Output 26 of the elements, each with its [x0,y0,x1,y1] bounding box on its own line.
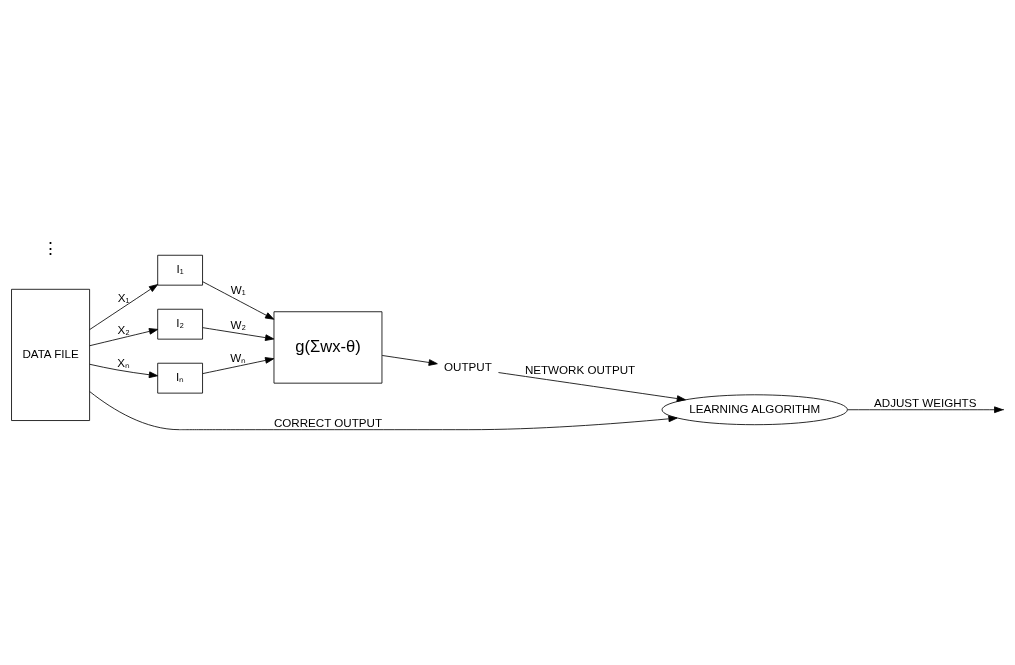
edge-label: W₁ [230,283,246,297]
arrow [89,328,159,347]
edge-label: ADJUST WEIGHTS [874,395,977,409]
arrow [89,391,678,431]
arrow [89,363,158,379]
edge-label: X₁ [117,290,130,304]
edge-label: Xₙ [117,355,131,369]
arrow [847,406,1004,414]
node-box: I₁ [157,254,203,286]
node-text: OUTPUT [444,360,492,374]
arrow [202,281,275,320]
arrow [202,327,275,341]
arrow [202,357,275,374]
arrow [381,355,438,366]
node-box: g(Σwx-θ) [273,311,383,384]
label: ⋮ [42,239,60,259]
edge-label: X₂ [117,323,130,337]
edge-label: W₂ [230,318,246,332]
edge-label: NETWORK OUTPUT [524,363,636,377]
node-box: Iₙ [157,362,203,394]
arrow [498,372,686,402]
arrow [89,284,159,330]
node-box: DATA FILE [11,288,90,421]
edge-label: Wₙ [230,350,247,364]
node-box: I₂ [157,308,203,340]
edge-label: CORRECT OUTPUT [273,415,383,429]
